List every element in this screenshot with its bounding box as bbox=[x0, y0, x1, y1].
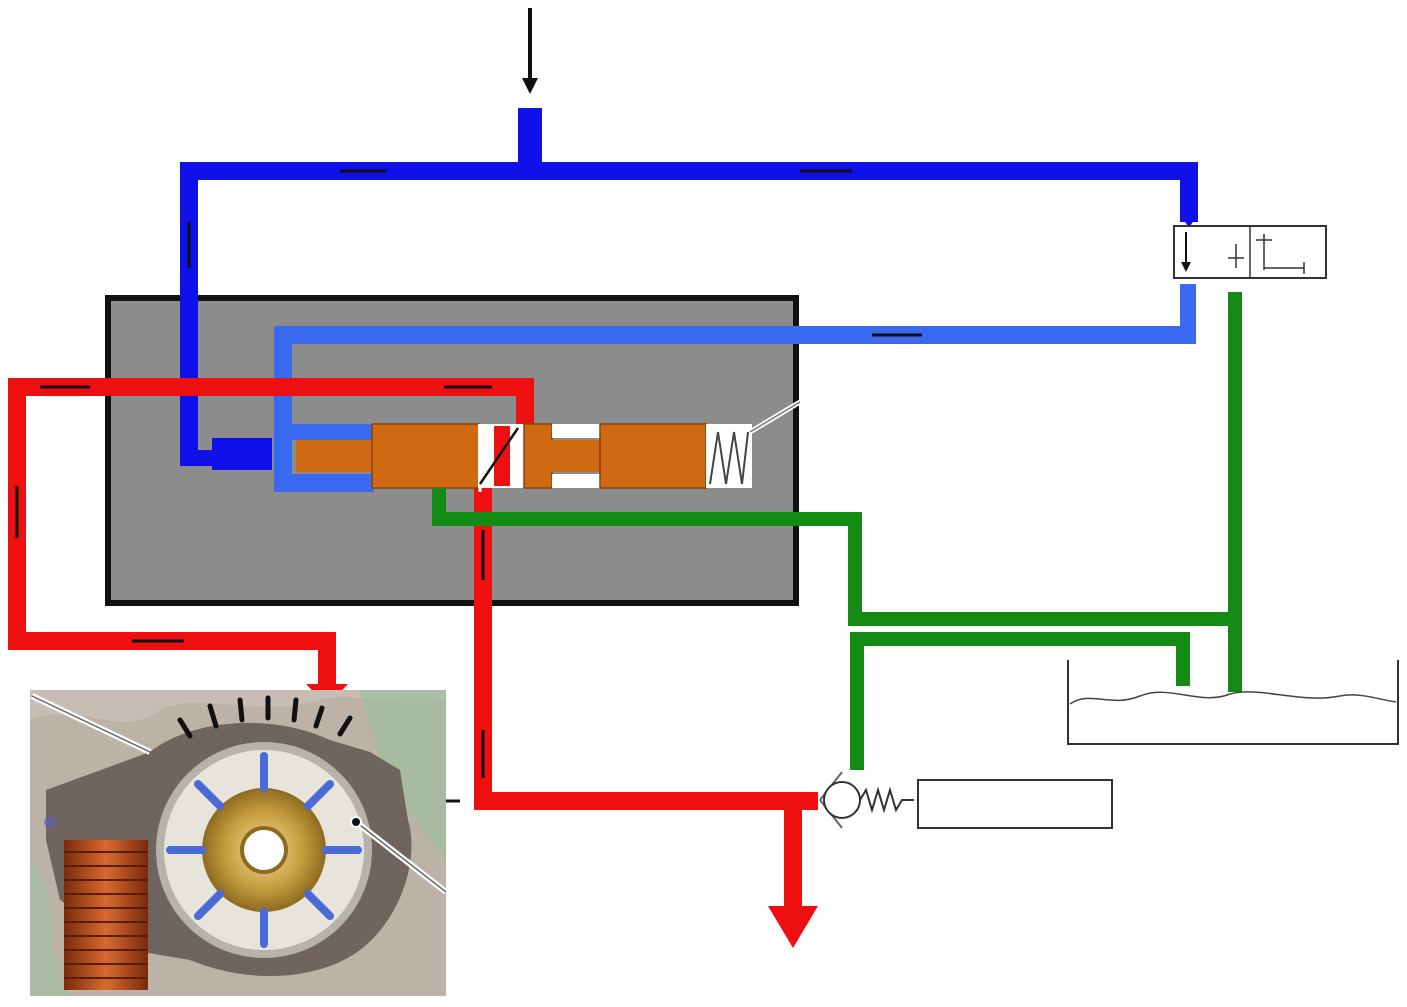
coil-windings bbox=[64, 851, 148, 979]
inlet-arrow-icon bbox=[522, 8, 538, 94]
pump-coil bbox=[64, 840, 148, 990]
supply-line-arrow-icon bbox=[1180, 214, 1198, 228]
oil-tank bbox=[1067, 660, 1399, 745]
flow-direction-marks bbox=[187, 169, 852, 268]
control-line bbox=[274, 284, 1196, 492]
pressure-relief-valve bbox=[819, 771, 1113, 829]
pump-vanes bbox=[166, 752, 362, 948]
relief-valve-box bbox=[917, 779, 1113, 829]
spool-valve bbox=[296, 399, 802, 492]
pressure-line bbox=[8, 378, 818, 914]
vane-pump bbox=[30, 690, 448, 996]
return-line bbox=[432, 292, 1242, 770]
outlet-arrow-icon bbox=[768, 906, 818, 948]
solenoid-valve bbox=[1173, 225, 1327, 279]
pump-port-slots bbox=[177, 695, 353, 739]
